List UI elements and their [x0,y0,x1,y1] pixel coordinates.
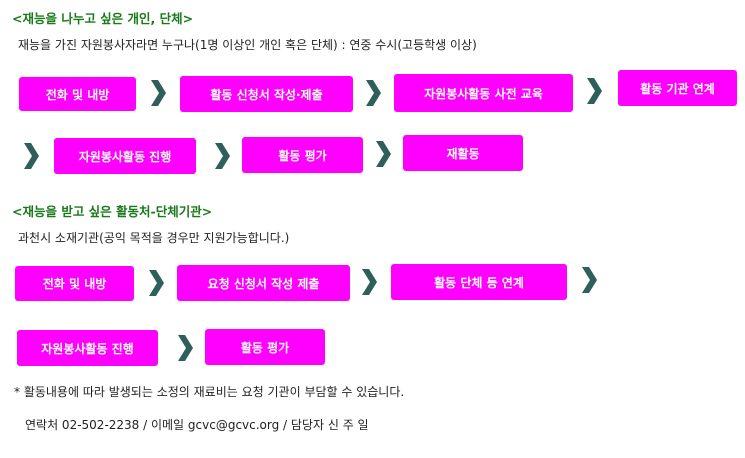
chevron-right-icon [22,141,40,171]
chevron-right-icon [213,141,231,171]
section1-heading: <재능을 나누고 싶은 개인, 단체> [12,11,194,26]
s1-step-application: 활동 신청서 작성·제출 [180,76,353,112]
cost-note: * 활동내용에 따라 발생되는 소정의 재료비는 요청 기관이 부담할 수 있습… [14,385,405,399]
s1-step-evaluation: 활동 평가 [242,137,363,173]
s1-step-reactivity: 재활동 [403,135,523,171]
chevron-right-icon [580,265,598,295]
chevron-right-icon [149,78,167,108]
s2-step-request-form: 요청 신청서 작성 제출 [177,265,350,301]
contact-info: 연락처 02-502-2238 / 이메일 gcvc@gcvc.org / 담당… [25,418,369,432]
s2-step-group-link: 활동 단체 등 연계 [391,264,567,300]
s1-step-org-link: 활동 기관 연계 [618,70,737,106]
chevron-right-icon [176,333,194,363]
s1-step-call-visit: 전화 및 내방 [19,77,136,111]
s2-step-call-visit: 전화 및 내방 [15,266,134,301]
section1-description: 재능을 가진 자원봉사자라면 누구나(1명 이상인 개인 혹은 단체) : 연중… [18,38,477,52]
chevron-right-icon [374,139,392,169]
s2-step-evaluation: 활동 평가 [205,329,325,365]
chevron-right-icon [147,268,165,298]
chevron-right-icon [360,267,378,297]
s2-step-activity: 자원봉사활동 진행 [17,330,158,366]
s1-step-activity: 자원봉사활동 진행 [54,138,196,174]
chevron-right-icon [364,78,382,108]
section2-heading: <재능을 받고 싶은 활동처-단체기관> [12,204,213,219]
section2-description: 과천시 소재기관(공익 목적을 경우만 지원가능합니다.) [18,231,290,245]
s1-step-pre-education: 자원봉사활동 사전 교육 [394,74,573,112]
chevron-right-icon [585,76,603,106]
